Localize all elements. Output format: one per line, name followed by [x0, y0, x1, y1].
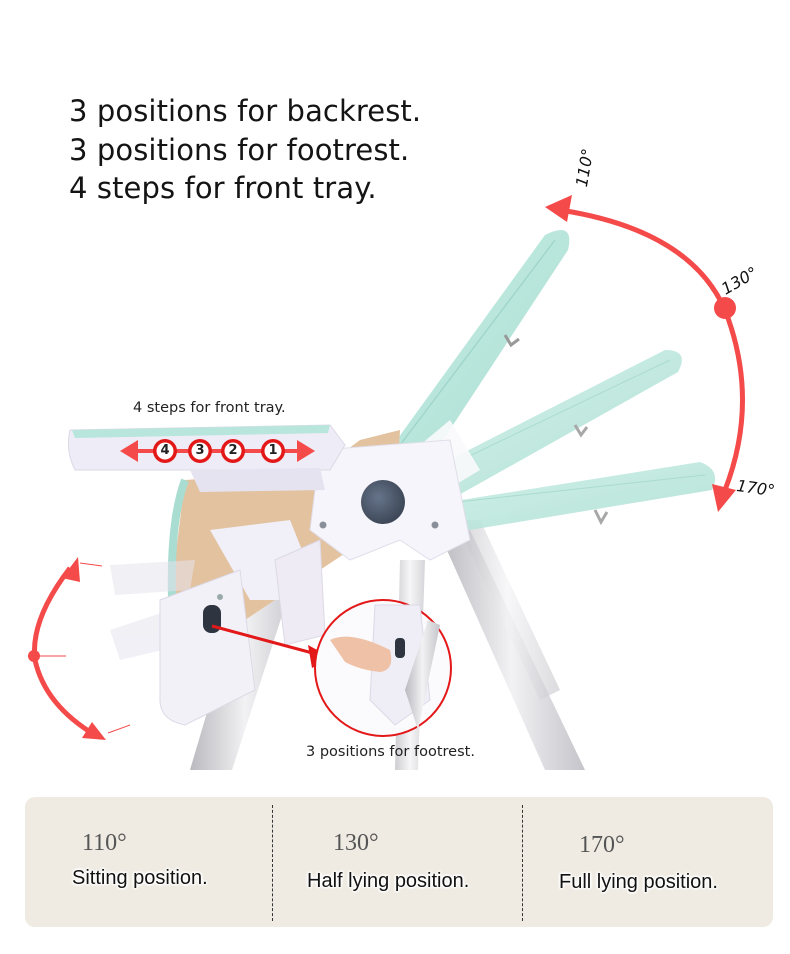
footrest-detail-callout	[211, 599, 452, 737]
chair-frame	[159, 439, 471, 726]
headline-line-backrest: 3 positions for backrest.	[69, 94, 422, 128]
headline: 3 positions for backrest. 3 positions fo…	[69, 92, 421, 208]
position-label: Half lying position.	[307, 870, 470, 892]
tray-step-3: 3	[195, 443, 205, 458]
headline-line-footrest: 3 positions for footrest.	[69, 132, 410, 167]
angle-value: 170°	[579, 832, 625, 858]
position-sitting: 110° Sitting position.	[25, 797, 273, 927]
divider	[522, 805, 523, 921]
position-full-lying: 170° Full lying position.	[523, 797, 773, 927]
position-label: Full lying position.	[559, 871, 718, 893]
position-label: Sitting position.	[72, 867, 208, 889]
angle-value: 130°	[333, 830, 379, 856]
high-chair-illustration	[28, 195, 745, 770]
tray-caption: 4 steps for front tray.	[133, 400, 286, 416]
tray-steps-indicator	[120, 439, 315, 463]
positions-panel: 110° Sitting position. 130° Half lying p…	[25, 797, 773, 927]
tray-step-2: 2	[228, 443, 238, 458]
footrest-caption: 3 positions for footrest.	[306, 744, 475, 760]
tray-step-4: 4	[160, 443, 170, 458]
backrest-170	[429, 462, 716, 530]
backrest-angle-arc	[545, 195, 745, 512]
tray-step-1: 1	[268, 443, 278, 458]
headline-line-tray: 4 steps for front tray.	[69, 171, 377, 205]
position-half-lying: 130° Half lying position.	[273, 797, 523, 927]
divider	[272, 805, 273, 921]
footrest-angle-arc	[28, 557, 131, 740]
angle-value: 110°	[82, 830, 127, 856]
